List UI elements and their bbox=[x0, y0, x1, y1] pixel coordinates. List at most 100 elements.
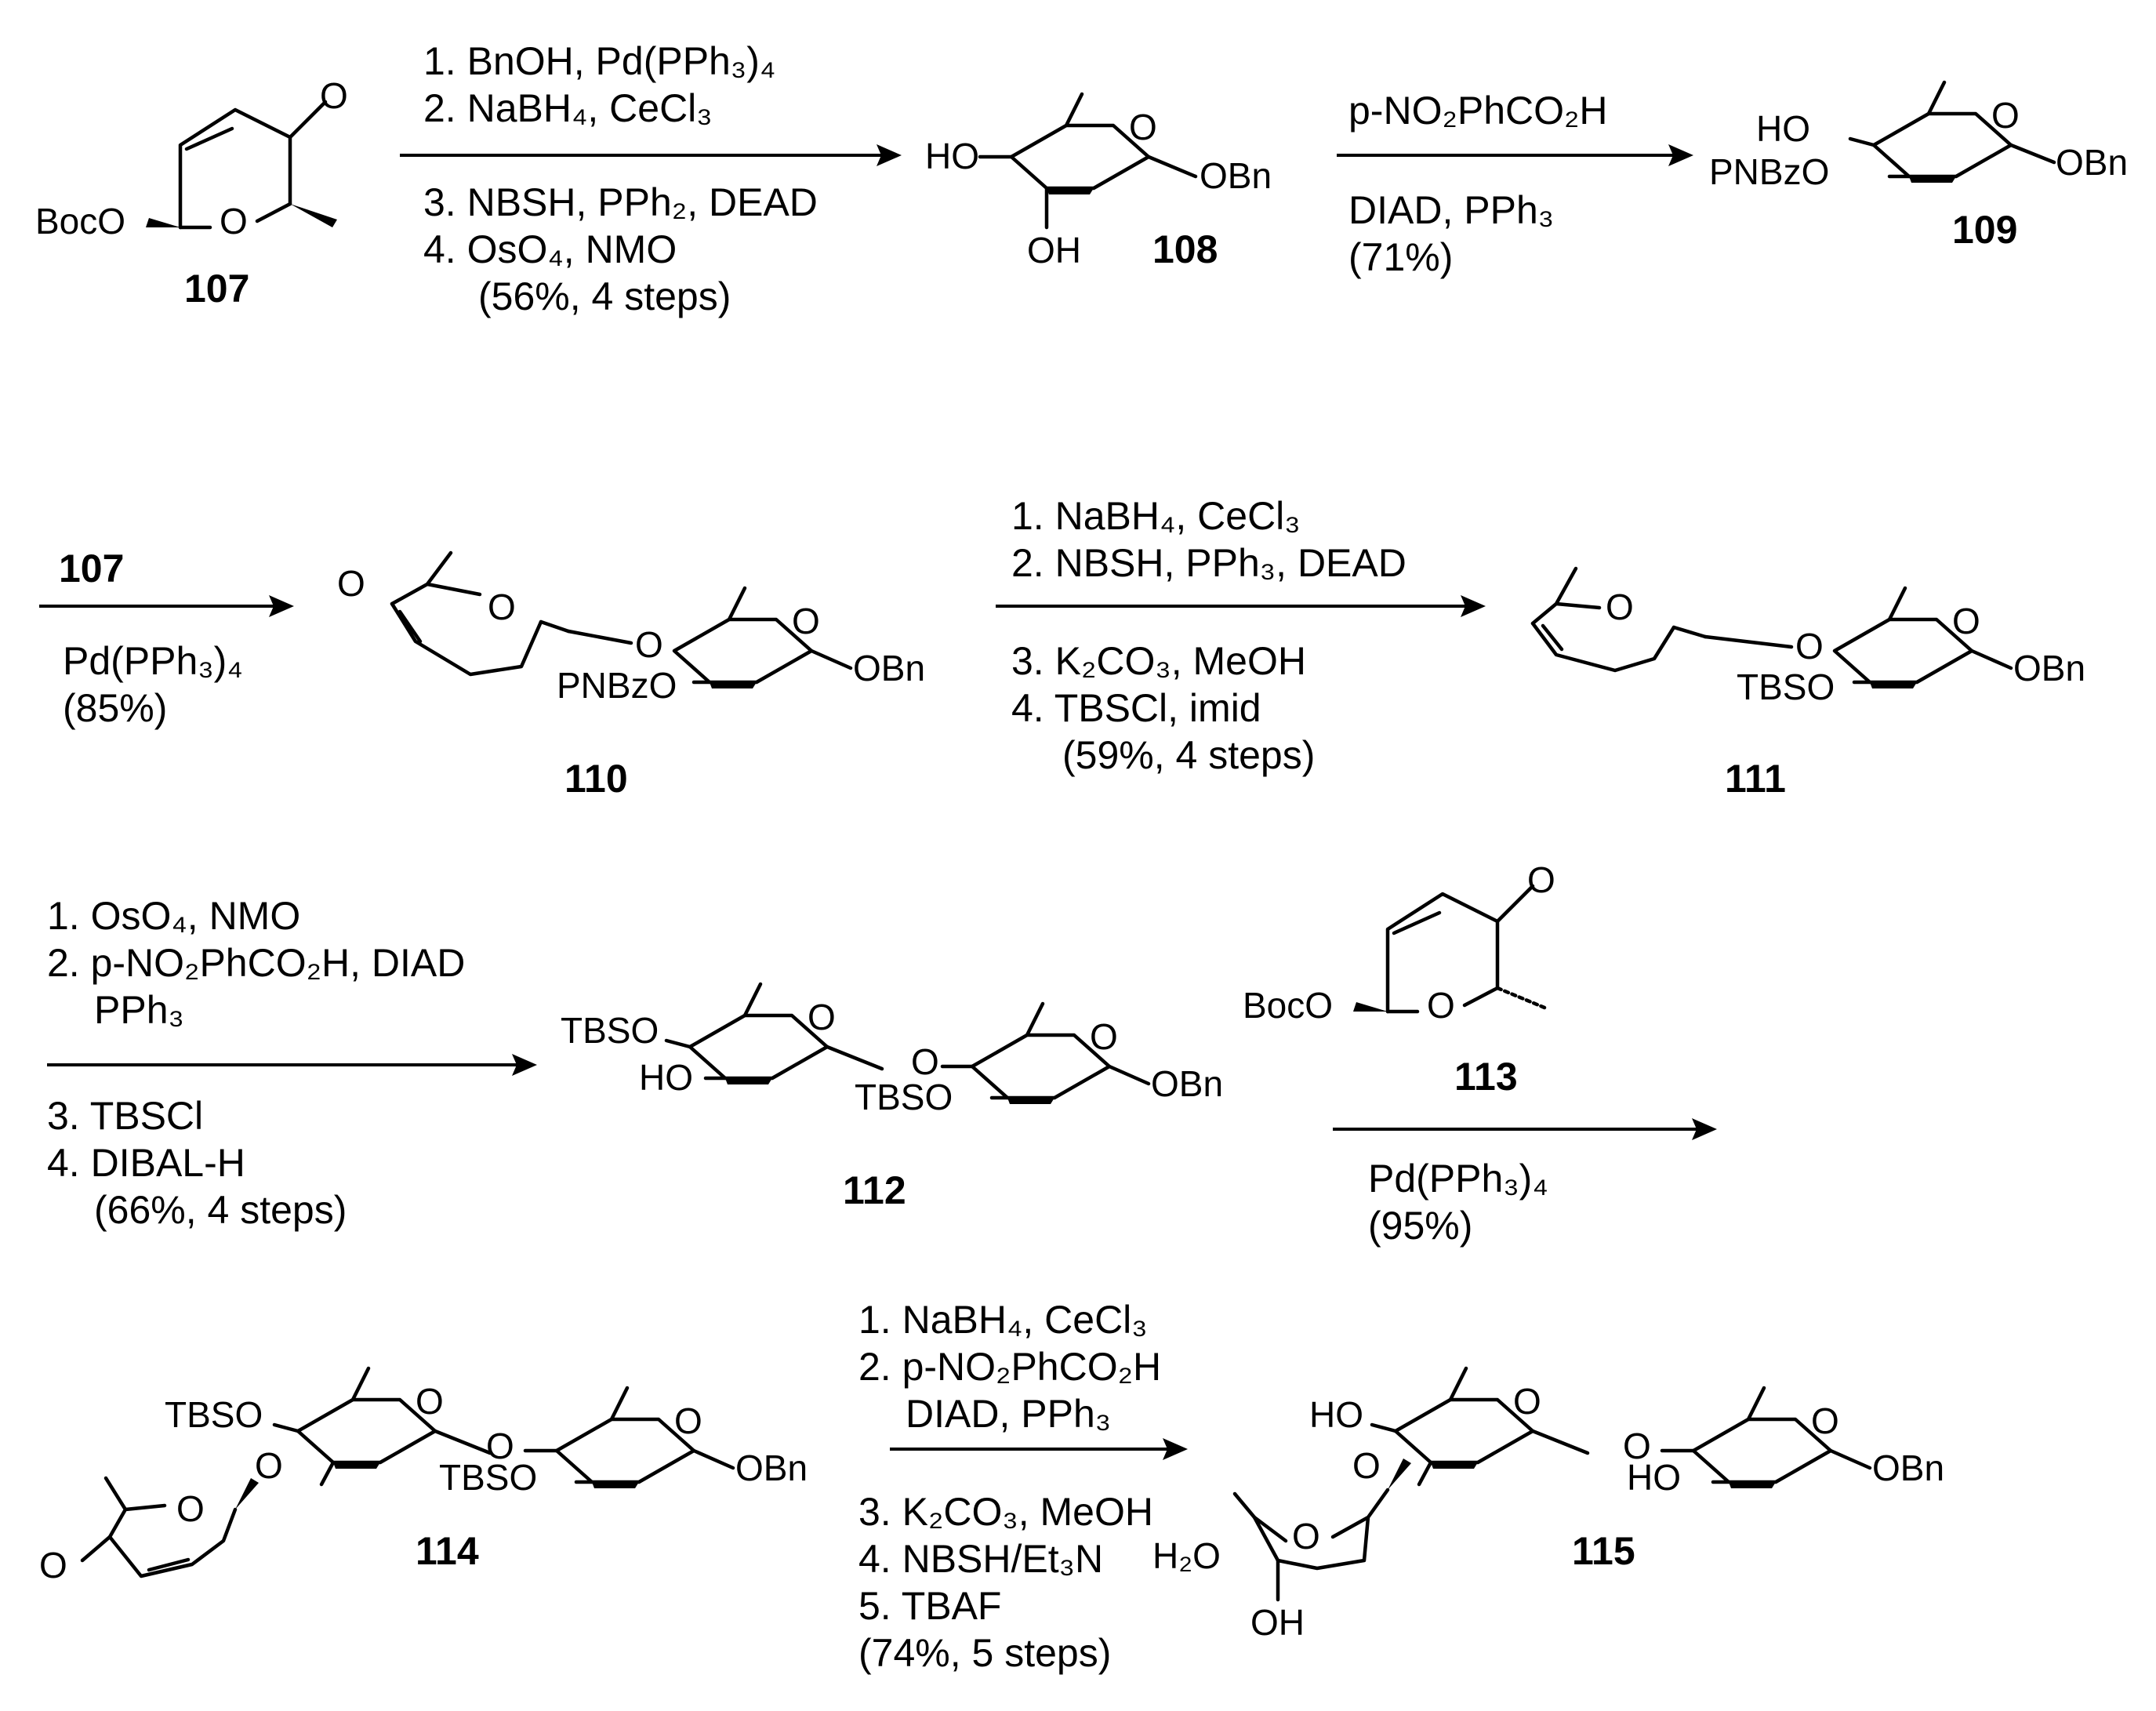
obn-109: OBn bbox=[2056, 142, 2128, 183]
reagent-5a: 1. OsO₄, NMO bbox=[47, 894, 300, 938]
ring-o-112b: O bbox=[1090, 1016, 1118, 1057]
ho-label-112: HO bbox=[639, 1057, 693, 1098]
reagent-6b: (95%) bbox=[1368, 1204, 1472, 1248]
oh-label-115: OH bbox=[1250, 1602, 1305, 1643]
ho-label-108: HO bbox=[925, 136, 979, 176]
tbso-label-111: TBSO bbox=[1737, 667, 1835, 707]
ring-o-113: O bbox=[1427, 985, 1455, 1026]
boco-label: BocO bbox=[35, 201, 125, 242]
compound-label-113: 113 bbox=[1454, 1055, 1518, 1099]
ring-o-115b: O bbox=[1811, 1400, 1839, 1441]
reagent-7d: 3. K₂CO₃, MeOH bbox=[858, 1490, 1153, 1534]
reagent-7b: 2. p-NO₂PhCO₂H bbox=[858, 1345, 1161, 1389]
ring-o-111a: O bbox=[1606, 587, 1634, 627]
compound-112: TBSO HO O O O OBn TBSO 112 bbox=[561, 982, 1223, 1212]
reaction-arrow-4: 1. NaBH₄, CeCl₃ 2. NBSH, PPh₃, DEAD 3. K… bbox=[996, 494, 1486, 777]
compound-113: O O BocO 113 bbox=[1243, 859, 1555, 1099]
compound-label-107: 107 bbox=[184, 267, 249, 311]
reagent-5e: 4. DIBAL-H bbox=[47, 1141, 245, 1185]
reagent-4c: 3. K₂CO₃, MeOH bbox=[1011, 639, 1306, 683]
reaction-arrow-3: 107 Pd(PPh₃)₄ (85%) bbox=[39, 547, 294, 730]
reagent-6a: Pd(PPh₃)₄ bbox=[1368, 1157, 1548, 1201]
reagent-2c: (71%) bbox=[1348, 235, 1453, 279]
reagent-7c: DIAD, PPh₃ bbox=[906, 1392, 1111, 1436]
carbonyl-o-label: O bbox=[320, 75, 348, 116]
compound-label-109: 109 bbox=[1952, 208, 2017, 252]
obn-108: OBn bbox=[1200, 155, 1272, 196]
ho-label-115a: HO bbox=[1309, 1394, 1363, 1435]
compound-label-111: 111 bbox=[1725, 757, 1786, 801]
tbso-label-114b: TBSO bbox=[439, 1457, 537, 1498]
ring-o-114a: O bbox=[416, 1381, 444, 1422]
compound-label-114: 114 bbox=[416, 1529, 479, 1573]
compound-107: O O BocO 107 bbox=[35, 75, 348, 311]
reaction-arrow-2: p-NO₂PhCO₂H DIAD, PPh₃ (71%) bbox=[1337, 89, 1693, 279]
reagent-4a: 1. NaBH₄, CeCl₃ bbox=[1011, 494, 1301, 538]
reagent-1b: 2. NaBH₄, CeCl₃ bbox=[423, 86, 713, 130]
compound-110: O O O O OBn PNBzO 110 bbox=[337, 550, 925, 801]
reagent-7g: (74%, 5 steps) bbox=[858, 1631, 1111, 1675]
reaction-arrow-6: Pd(PPh₃)₄ (95%) bbox=[1333, 1118, 1717, 1248]
obn-114: OBn bbox=[735, 1448, 808, 1488]
reagent-7e: 4. NBSH/Et₃N bbox=[858, 1537, 1103, 1581]
boco-label-113: BocO bbox=[1243, 985, 1333, 1026]
ring-o-109: O bbox=[1991, 95, 2020, 136]
reagent-7a: 1. NaBH₄, CeCl₃ bbox=[858, 1298, 1148, 1342]
reagent-1c: 3. NBSH, PPh₂, DEAD bbox=[423, 180, 818, 224]
compound-111: O O O OBn TBSO 111 bbox=[1530, 566, 2085, 801]
pnbzo-label-110: PNBzO bbox=[557, 665, 677, 706]
oh-label-108: OH bbox=[1027, 230, 1081, 271]
link-o-110: O bbox=[635, 624, 663, 665]
ring-o-label: O bbox=[220, 201, 248, 242]
compound-label-115: 115 bbox=[1572, 1529, 1635, 1573]
tbso-label-112b: TBSO bbox=[855, 1077, 953, 1117]
compound-114: TBSO O O O O OBn TBSO O O 114 bbox=[39, 1366, 808, 1586]
water-label: H₂O bbox=[1152, 1535, 1221, 1576]
tbso-label-114a: TBSO bbox=[165, 1394, 263, 1435]
ring-o-112a: O bbox=[808, 997, 836, 1037]
reagent-3a: 107 bbox=[59, 547, 124, 590]
link-o-111: O bbox=[1795, 626, 1824, 667]
obn-115: OBn bbox=[1872, 1448, 1944, 1488]
reagent-5c: PPh₃ bbox=[94, 988, 184, 1032]
compound-108: HO O OBn OH 108 bbox=[925, 92, 1272, 271]
reagent-5b: 2. p-NO₂PhCO₂H, DIAD bbox=[47, 941, 465, 985]
ho-label-109: HO bbox=[1756, 108, 1810, 149]
compound-115: H₂O HO O O O O OBn HO O OH 115 bbox=[1152, 1366, 1944, 1643]
compound-label-110: 110 bbox=[564, 757, 628, 801]
reagent-4e: (59%, 4 steps) bbox=[1062, 733, 1315, 777]
compound-label-112: 112 bbox=[843, 1168, 906, 1212]
ring-o-114b: O bbox=[674, 1400, 702, 1441]
compound-label-108: 108 bbox=[1152, 227, 1218, 271]
ring-o-110b: O bbox=[792, 601, 820, 641]
reagent-1a: 1. BnOH, Pd(PPh₃)₄ bbox=[423, 39, 775, 83]
ring-o-110a: O bbox=[488, 587, 516, 627]
link-o-114b: O bbox=[486, 1426, 514, 1466]
reagent-4b: 2. NBSH, PPh₃, DEAD bbox=[1011, 541, 1406, 585]
reaction-arrow-5: 1. OsO₄, NMO 2. p-NO₂PhCO₂H, DIAD PPh₃ 3… bbox=[47, 894, 537, 1232]
link-o-115b: O bbox=[1623, 1426, 1651, 1466]
carbonyl-o-113: O bbox=[1527, 859, 1555, 900]
ring-o-114c: O bbox=[176, 1488, 205, 1529]
reagent-1e: (56%, 4 steps) bbox=[478, 274, 731, 318]
reaction-arrow-7: 1. NaBH₄, CeCl₃ 2. p-NO₂PhCO₂H DIAD, PPh… bbox=[858, 1298, 1188, 1675]
ring-o-115a: O bbox=[1513, 1381, 1541, 1422]
compound-109: HO PNBzO O OBn 109 bbox=[1709, 80, 2128, 252]
obn-112: OBn bbox=[1151, 1063, 1223, 1104]
link-o-112: O bbox=[911, 1041, 939, 1082]
link-o-115a: O bbox=[1352, 1445, 1381, 1486]
tbso-label-112a: TBSO bbox=[561, 1010, 659, 1051]
reagent-4d: 4. TBSCl, imid bbox=[1011, 686, 1261, 730]
reagent-3b: Pd(PPh₃)₄ bbox=[63, 639, 243, 683]
link-o-114a: O bbox=[255, 1445, 283, 1486]
reagent-3c: (85%) bbox=[63, 686, 167, 730]
reaction-arrow-1: 1. BnOH, Pd(PPh₃)₄ 2. NaBH₄, CeCl₃ 3. NB… bbox=[400, 39, 902, 318]
reagent-2b: DIAD, PPh₃ bbox=[1348, 188, 1554, 232]
ho-label-115b: HO bbox=[1627, 1457, 1681, 1498]
ring-o-108: O bbox=[1129, 107, 1157, 147]
pnbzo-label-109: PNBzO bbox=[1709, 151, 1829, 192]
reagent-5f: (66%, 4 steps) bbox=[94, 1188, 347, 1232]
reagent-2a: p-NO₂PhCO₂H bbox=[1348, 89, 1608, 133]
reagent-5d: 3. TBSCl bbox=[47, 1094, 203, 1138]
